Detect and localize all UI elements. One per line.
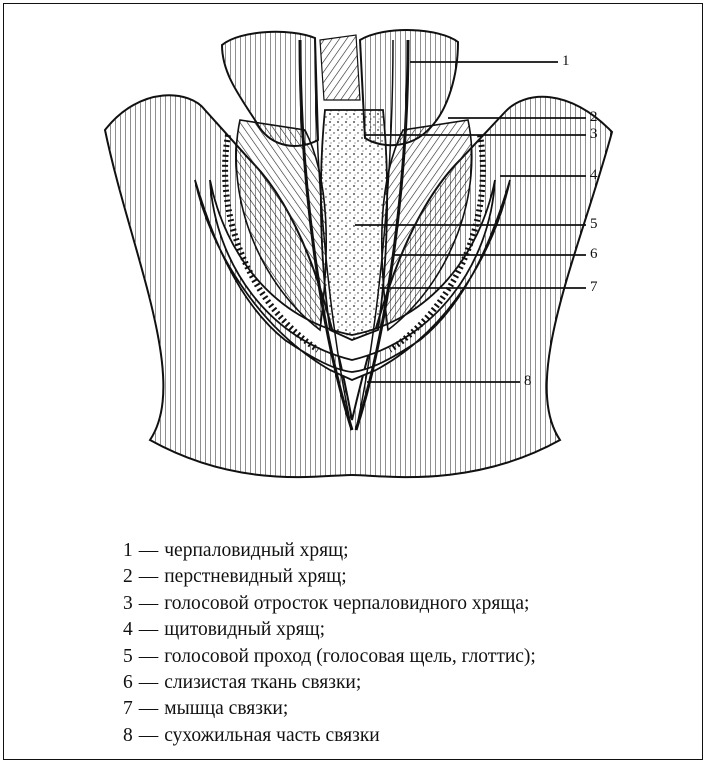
legend-item: 5—голосовой проход (голосовая щель, глот…	[123, 644, 536, 670]
legend-item: 3—голосовой отросток черпаловидного хрящ…	[123, 591, 536, 617]
legend: 1—черпаловидный хрящ; 2—перстневидный хр…	[123, 538, 536, 749]
marker-3: 3	[590, 127, 598, 142]
marker-8: 8	[524, 374, 532, 389]
legend-dash: —	[139, 644, 159, 670]
legend-dash: —	[139, 723, 159, 749]
legend-dash: —	[139, 564, 159, 590]
legend-dash: —	[139, 591, 159, 617]
marker-5: 5	[590, 217, 598, 232]
marker-7: 7	[590, 280, 598, 295]
marker-1: 1	[562, 54, 570, 69]
marker-4: 4	[590, 168, 598, 183]
legend-number: 4	[123, 617, 133, 643]
larynx-diagram	[0, 0, 708, 510]
legend-text: черпаловидный хрящ;	[164, 540, 348, 561]
legend-text: щитовидный хрящ;	[164, 619, 325, 640]
marker-2: 2	[590, 110, 598, 125]
legend-text: перстневидный хрящ;	[164, 566, 346, 587]
legend-item: 8—сухожильная часть связки	[123, 723, 536, 749]
legend-text: сухожильная часть связки	[164, 725, 379, 746]
legend-item: 4—щитовидный хрящ;	[123, 617, 536, 643]
legend-item: 7—мышца связки;	[123, 696, 536, 722]
legend-number: 8	[123, 723, 133, 749]
legend-dash: —	[139, 696, 159, 722]
marker-6: 6	[590, 247, 598, 262]
legend-dash: —	[139, 670, 159, 696]
legend-item: 1—черпаловидный хрящ;	[123, 538, 536, 564]
legend-item: 2—перстневидный хрящ;	[123, 564, 536, 590]
legend-dash: —	[139, 617, 159, 643]
legend-text: слизистая ткань связки;	[164, 672, 361, 693]
legend-number: 2	[123, 564, 133, 590]
legend-text: голосовой проход (голосовая щель, глотти…	[164, 646, 536, 667]
legend-number: 7	[123, 696, 133, 722]
legend-dash: —	[139, 538, 159, 564]
legend-text: голосовой отросток черпаловидного хряща;	[164, 593, 529, 614]
legend-number: 5	[123, 644, 133, 670]
legend-item: 6—слизистая ткань связки;	[123, 670, 536, 696]
legend-number: 6	[123, 670, 133, 696]
legend-text: мышца связки;	[164, 698, 288, 719]
legend-number: 1	[123, 538, 133, 564]
legend-number: 3	[123, 591, 133, 617]
